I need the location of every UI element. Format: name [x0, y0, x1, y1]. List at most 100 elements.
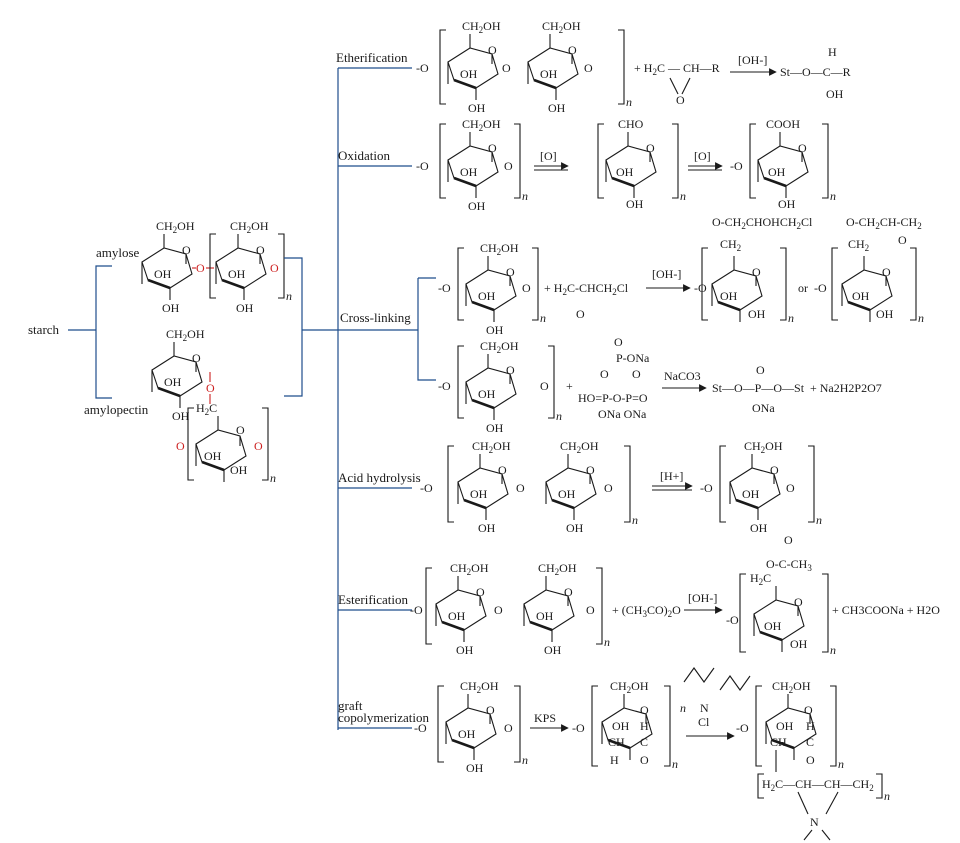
- svg-text:O: O: [786, 481, 795, 495]
- svg-text:O: O: [494, 603, 503, 617]
- svg-text:n: n: [540, 311, 546, 325]
- svg-text:O: O: [254, 439, 263, 453]
- condition-acid: [H+]: [660, 469, 683, 483]
- svg-text:OH: OH: [852, 289, 870, 303]
- amylopectin-label: amylopectin: [84, 402, 149, 417]
- svg-text:+ (CH3CO)2O: + (CH3CO)2O: [612, 603, 681, 619]
- svg-text:O: O: [236, 423, 245, 437]
- svg-text:P-ONa: P-ONa: [616, 351, 650, 365]
- svg-text:O-C-CH3: O-C-CH3: [766, 557, 812, 573]
- svg-text:O: O: [756, 363, 765, 377]
- svg-text:OH: OH: [204, 449, 222, 463]
- ester-byproduct: + CH3COONa + H2O: [832, 603, 940, 617]
- svg-text:n: n: [672, 757, 678, 771]
- svg-text:O: O: [640, 753, 649, 767]
- svg-text:O: O: [504, 159, 513, 173]
- svg-text:O: O: [196, 261, 205, 275]
- svg-text:O: O: [502, 61, 511, 75]
- svg-text:n: n: [680, 189, 686, 203]
- svg-text:n: n: [884, 789, 890, 803]
- svg-text:CH2: CH2: [848, 237, 869, 253]
- svg-text:N: N: [700, 701, 709, 715]
- acid-hydrolysis-reaction: -O O O n [H+] -O O n: [420, 439, 822, 535]
- svg-text:OH: OH: [768, 165, 786, 179]
- svg-text:n: n: [838, 757, 844, 771]
- svg-text:OH: OH: [748, 307, 766, 321]
- svg-text:O: O: [270, 261, 279, 275]
- svg-text:H: H: [806, 719, 815, 733]
- crosslinking-epichlorohydrin: -O O n + H2C-CHCH2Cl O [OH-] -O O-CH2CHO…: [438, 215, 924, 337]
- svg-text:OH: OH: [612, 719, 630, 733]
- svg-text:-O: -O: [414, 721, 427, 735]
- svg-text:Cl: Cl: [698, 715, 710, 729]
- condition-oxidant-1: [O]: [540, 149, 557, 163]
- svg-text:-O: -O: [694, 281, 707, 295]
- svg-text:H2C—CH—CH—CH2: H2C—CH—CH—CH2: [762, 777, 874, 793]
- condition-initiator: KPS: [534, 711, 556, 725]
- svg-text:n: n: [604, 635, 610, 649]
- amylopectin-structure: O H2C O OH OH O O n: [152, 327, 276, 485]
- starch-tree: starch amylose amylopectin O O n O H2C O…: [28, 219, 338, 485]
- svg-text:O-CH2CH-CH2: O-CH2CH-CH2: [846, 215, 922, 231]
- svg-text:OH: OH: [626, 197, 644, 211]
- svg-text:OH: OH: [764, 619, 782, 633]
- svg-text:N: N: [810, 815, 819, 829]
- svg-text:O: O: [516, 481, 525, 495]
- ether-product: St—O—C—R: [780, 65, 851, 79]
- svg-text:O: O: [794, 595, 803, 609]
- svg-text:O: O: [784, 533, 793, 547]
- svg-text:HO=P-O-P=O: HO=P-O-P=O: [578, 391, 648, 405]
- svg-text:ONa ONa: ONa ONa: [598, 407, 647, 421]
- svg-text:CH: CH: [770, 735, 787, 749]
- amylose-label: amylose: [96, 245, 140, 260]
- svg-text:n: n: [286, 289, 292, 303]
- svg-text:O: O: [898, 233, 907, 247]
- svg-text:OH: OH: [778, 197, 796, 211]
- method-oxidation: Oxidation: [338, 148, 390, 163]
- graft-reaction: -O O n KPS -O CH2OH O OH H CH C H O n N …: [414, 667, 890, 841]
- condition-base-1: [OH-]: [738, 53, 767, 67]
- branch-trunk: [337, 67, 436, 730]
- svg-text:-O: -O: [438, 281, 451, 295]
- svg-text:OH: OH: [230, 463, 248, 477]
- svg-text:O: O: [206, 381, 215, 395]
- method-etherification: Etherification: [336, 50, 408, 65]
- svg-text:O: O: [176, 439, 185, 453]
- svg-text:H: H: [828, 45, 837, 59]
- svg-text:OH: OH: [790, 637, 808, 651]
- amylose-structure: O O n: [142, 219, 292, 315]
- svg-text:H2C: H2C: [196, 401, 217, 417]
- svg-text:CHO: CHO: [618, 117, 644, 131]
- svg-text:n: n: [556, 409, 562, 423]
- svg-text:n: n: [830, 643, 836, 657]
- method-esterification: Esterification: [338, 592, 409, 607]
- svg-text:O: O: [576, 307, 585, 321]
- svg-text:n: n: [632, 513, 638, 527]
- svg-text:n: n: [830, 189, 836, 203]
- svg-text:-O: -O: [416, 159, 429, 173]
- svg-text:n: n: [522, 753, 528, 767]
- svg-text:O: O: [798, 141, 807, 155]
- svg-text:-O: -O: [438, 379, 451, 393]
- svg-text:O: O: [600, 367, 609, 381]
- method-graft-line1: graft: [338, 698, 363, 713]
- condition-base-3: [OH-]: [688, 591, 717, 605]
- svg-text:n: n: [270, 471, 276, 485]
- crosslinking-phosphate: -O O n + O P-ONa O O HO=P-O-P=O ONa ONa …: [438, 335, 882, 435]
- svg-text:CH2OH: CH2OH: [610, 679, 649, 695]
- svg-text:-O: -O: [736, 721, 749, 735]
- svg-text:COOH: COOH: [766, 117, 800, 131]
- svg-text:-O: -O: [416, 61, 429, 75]
- svg-text:O: O: [646, 141, 655, 155]
- svg-text:H: H: [640, 719, 649, 733]
- esterification-reaction: -O O O n + (CH3CO)2O [OH-] -O O O-C-CH3 …: [410, 533, 940, 657]
- svg-text:-O: -O: [700, 481, 713, 495]
- phosphate-byproduct: + Na2H2P2O7: [810, 381, 882, 395]
- svg-text:O: O: [584, 61, 593, 75]
- oxidation-reaction: -O O n [O] CHO O OH OH n [O] -O COOH O O…: [416, 117, 836, 213]
- method-graft-line2: copolymerization: [338, 710, 429, 725]
- svg-text:n: n: [788, 311, 794, 325]
- svg-text:H2C: H2C: [750, 571, 771, 587]
- svg-text:+: +: [566, 379, 573, 393]
